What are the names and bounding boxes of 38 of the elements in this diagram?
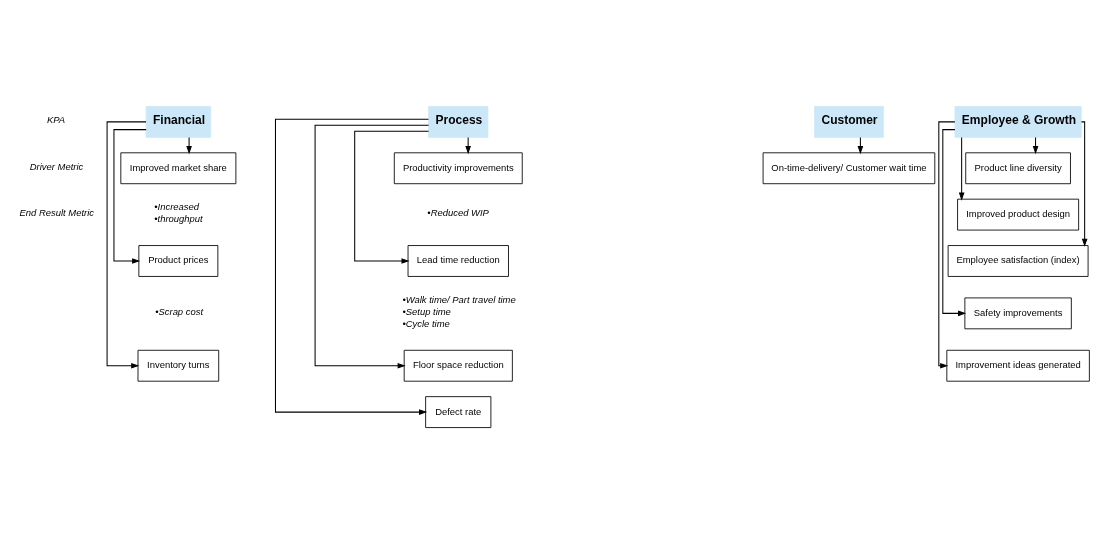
node-box: Financial [145,105,211,138]
node-label: •Setup time [402,305,451,317]
node-box: On-time-delivery/ Customer wait time [762,151,936,184]
node-label: •Walk time/ Part travel time [402,293,516,305]
arrow [938,120,956,369]
node-box: Lead time reduction [407,244,509,277]
node-label: •Increased [154,200,200,212]
arrow [274,118,429,415]
arrow [942,128,967,316]
arrow [186,136,192,154]
node-box: Improvement ideas generated [946,349,1090,382]
arrow [958,136,965,201]
arrow [314,124,430,369]
node-label: •Scrap cost [155,305,204,317]
node-box: Process [428,105,489,138]
node-box: Safety improvements [964,297,1072,329]
node-box: Defect rate [425,395,492,428]
node-box: Inventory turns [137,349,220,382]
label: End Result Metric [19,206,94,218]
arrow [106,120,147,369]
node-box: Productivity improvements [393,151,523,184]
node-box: Floor space reduction [403,349,513,382]
node-box: Employee & Growth [954,105,1082,138]
arrow [113,128,147,264]
label: KPA [46,113,66,125]
node-label: •Reduced WIP [427,206,489,218]
node-box: Customer [814,105,884,138]
label: Driver Metric [29,160,84,172]
node-box: Improved product design [957,198,1080,230]
node-label: •Cycle time [402,317,450,329]
node-label: •throughput [154,212,203,224]
arrow [465,136,471,154]
node-box: Product line diversity [965,151,1071,184]
arrow [354,130,430,264]
node-box: Product prices [138,244,219,277]
arrow [1080,120,1088,247]
node-box: Improved market share [120,151,237,184]
node-box: Employee satisfaction (index) [947,244,1089,277]
